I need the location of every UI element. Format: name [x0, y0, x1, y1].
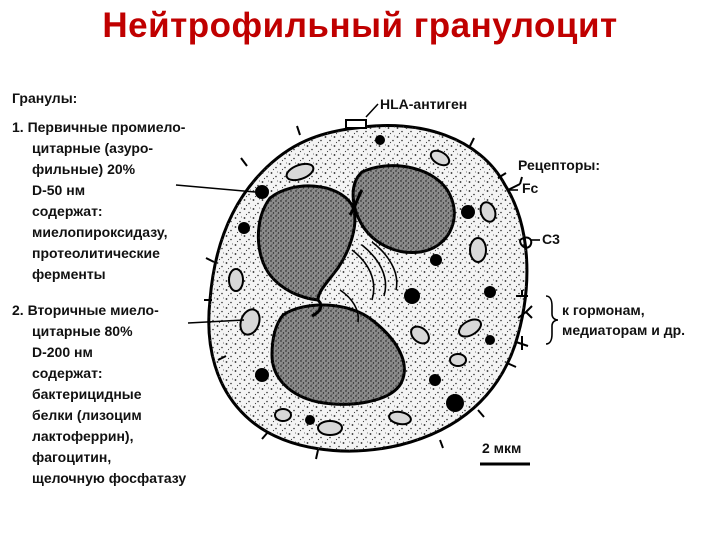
secondary-granules-label-line7: лактоферрин),: [32, 428, 134, 444]
secondary-granules-label-line6: белки (лизоцим: [32, 407, 142, 423]
page-title: Нейтрофильный гранулоцит: [102, 6, 618, 45]
secondary-granules-label-line4: содержат:: [32, 365, 103, 381]
hormone-receptor-icon-2: [517, 305, 533, 319]
hormone-receptor-label-line1: к гормонам,: [562, 302, 645, 318]
primary-granules-label-line6: миелопироксидазу,: [32, 224, 168, 240]
primary-granules-label-line8: ферменты: [32, 266, 106, 282]
scale-label: 2 мкм: [482, 440, 522, 456]
primary-granules: [238, 135, 496, 425]
primary-granules-label-line1: 1. Первичные промиело-: [12, 119, 186, 135]
fc-receptor-label: Fc: [522, 180, 539, 196]
secondary-granules-label-line3: D-200 нм: [32, 344, 93, 360]
primary-granules-label-line2: цитарные (азуро-: [32, 140, 154, 156]
hormone-receptor-label-line2: медиаторам и др.: [562, 322, 686, 338]
fc-receptor-icon: [507, 176, 523, 191]
secondary-granules-label-line5: бактерицидные: [32, 386, 142, 402]
primary-granules-label-line4: D-50 нм: [32, 182, 86, 198]
secondary-granules-label-line9: щелочную фосфатазу: [32, 470, 187, 486]
c3-receptor-label: C3: [542, 231, 560, 247]
hla-antigen-marker: [345, 103, 379, 129]
receptor-symbols: [507, 176, 533, 350]
secondary-pointer-line: [187, 319, 245, 324]
c3-receptor-icon: [519, 236, 533, 249]
primary-pointer-line: [175, 184, 256, 193]
secondary-granules-label-line8: фагоцитин,: [32, 449, 112, 465]
secondary-granules: [228, 149, 497, 436]
secondary-granules-label-line1: 2. Вторичные миело-: [12, 302, 159, 318]
membrane-projections: [204, 125, 517, 460]
nucleus: [256, 164, 456, 406]
granules-heading: Гранулы:: [12, 90, 78, 106]
pointer-lines: [175, 184, 540, 324]
hla-antigen-label: HLA-антиген: [380, 96, 468, 112]
primary-granules-label-line3: фильные) 20%: [32, 161, 136, 177]
receptors-heading: Рецепторы:: [518, 157, 601, 173]
hormone-receptor-icon-1: [516, 290, 528, 297]
primary-granules-label-line7: протеолитические: [32, 245, 160, 261]
primary-granules-label-line5: содержат:: [32, 203, 103, 219]
golgi-complex: [339, 241, 398, 323]
secondary-granules-label-line2: цитарные 80%: [32, 323, 133, 339]
receptor-bracket: [545, 295, 559, 345]
hormone-receptor-icon-3: [515, 336, 529, 350]
